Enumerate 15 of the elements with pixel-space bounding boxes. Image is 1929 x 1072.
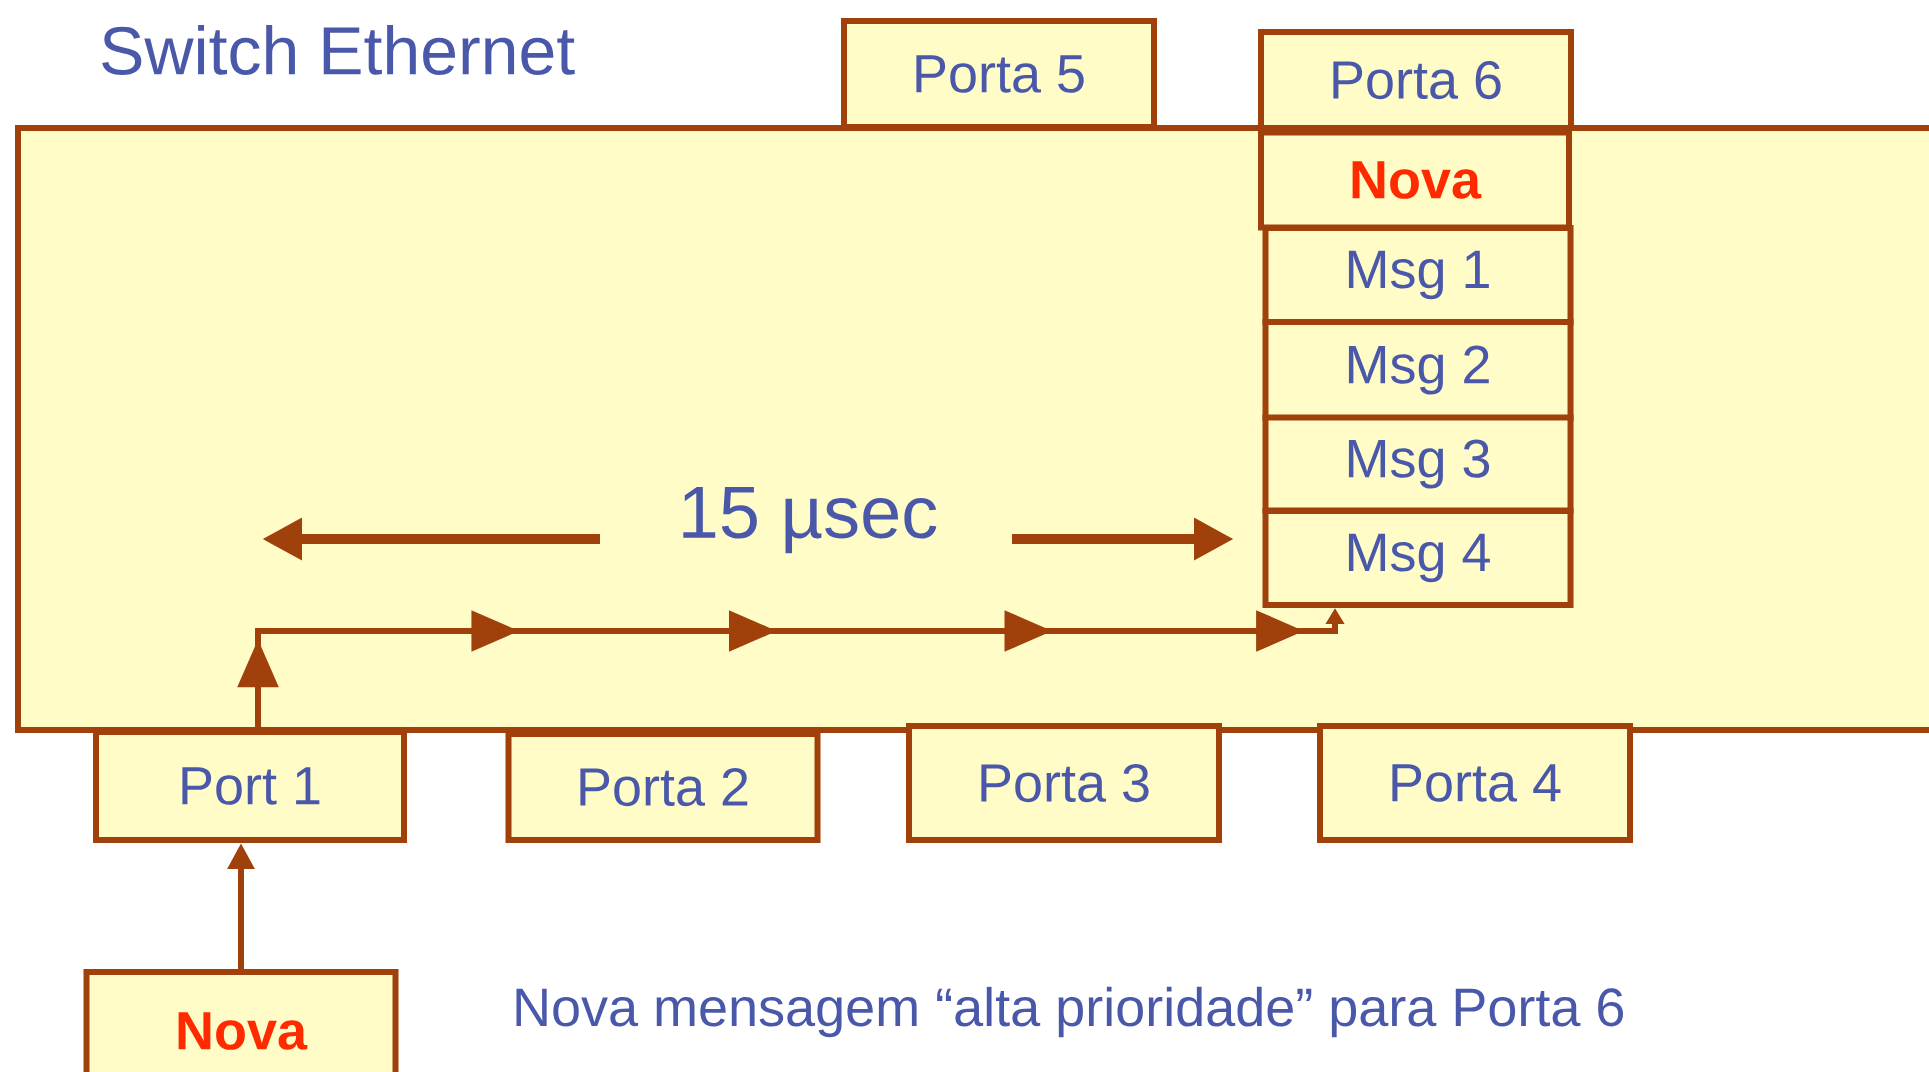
queue-slot: Nova — [1258, 129, 1573, 231]
queue-slot: Msg 2 — [1262, 319, 1574, 421]
port-box: Porta 4 — [1317, 723, 1634, 843]
port-box: Porta 6 — [1258, 29, 1575, 131]
node-label: Switch Ethernet — [102, 25, 575, 75]
queue-slot: Msg 3 — [1262, 414, 1574, 514]
note-text: Nova mensagem “alta prioridade” para Porta 6 — [516, 986, 1623, 1038]
queue-slot: Msg 1 — [1262, 225, 1574, 325]
port-box: Port 1 — [93, 729, 407, 843]
port-box: Porta 3 — [906, 723, 1222, 843]
queue-slot: Msg 4 — [1262, 508, 1574, 608]
dimension-label: 15 µsec — [683, 486, 937, 554]
port-box: Porta 5 — [841, 18, 1157, 130]
port-box: Porta 2 — [505, 731, 821, 843]
message-box: Nova — [83, 969, 399, 1072]
